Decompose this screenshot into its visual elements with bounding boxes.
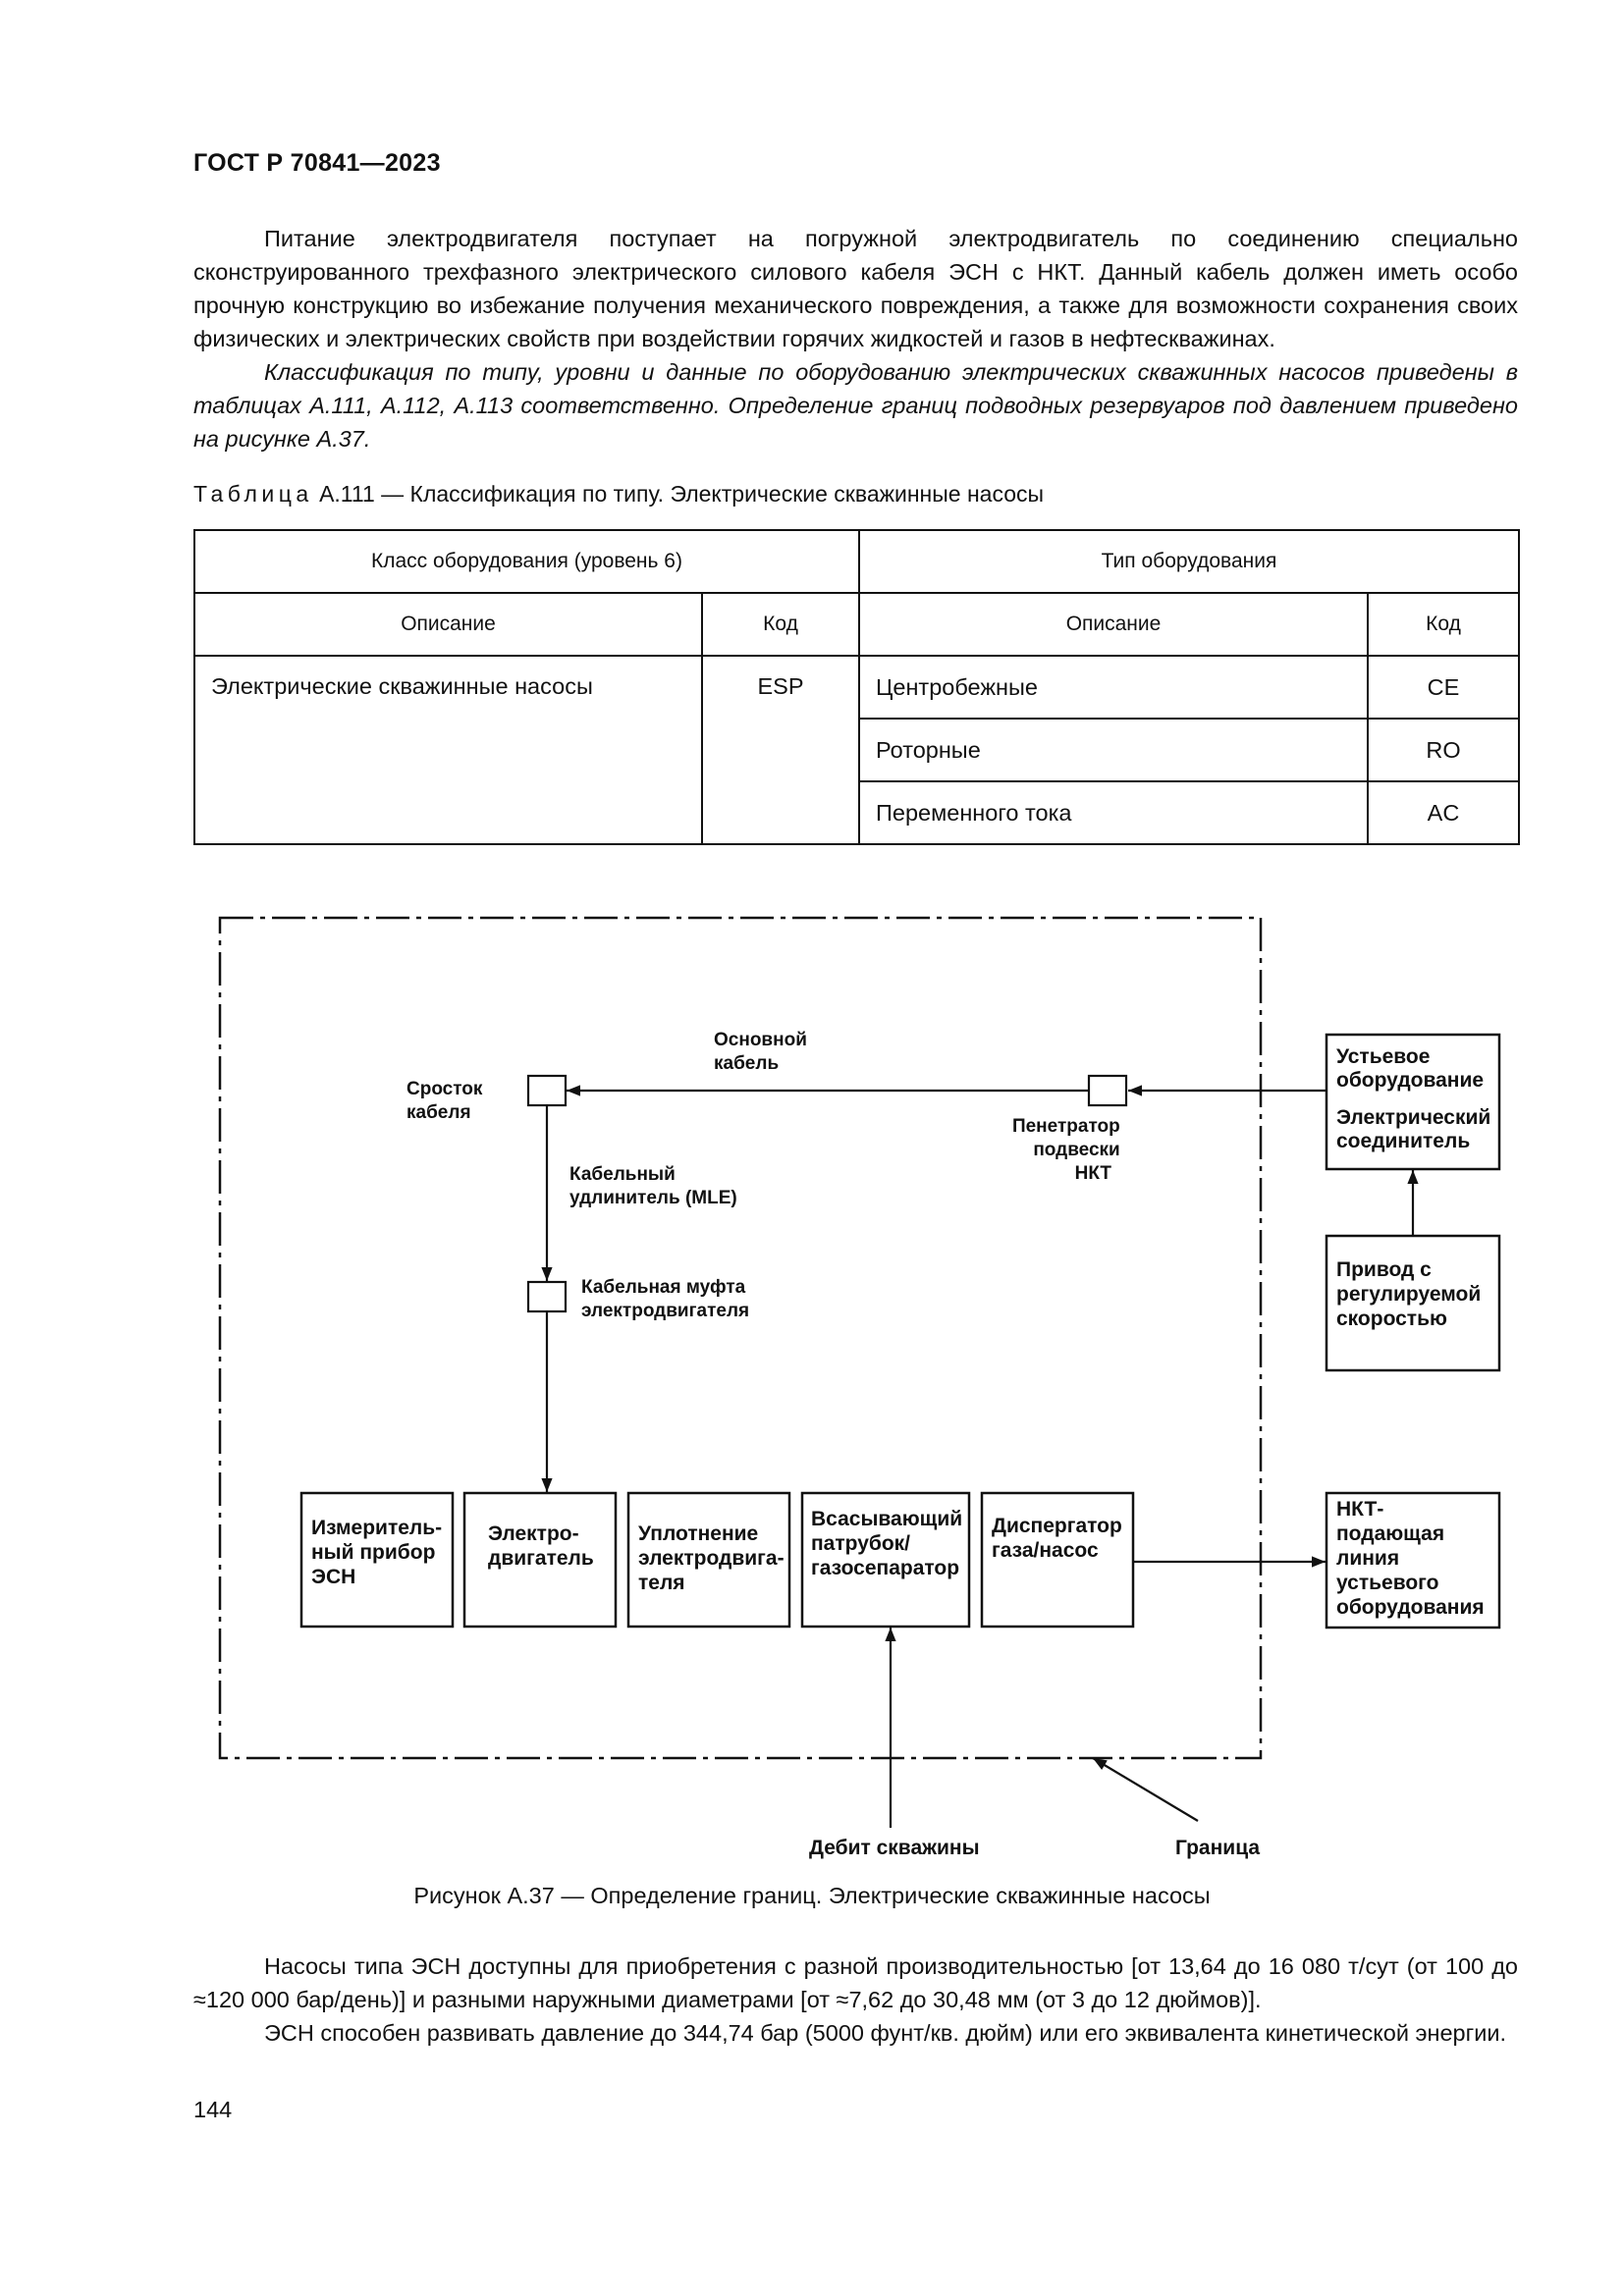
splice-label: Сросток кабеля	[406, 1079, 488, 1123]
intro-text: Питание электродвигателя поступает на по…	[193, 222, 1518, 455]
gauge-box-text: Измеритель- ный прибор ЭСН	[311, 1517, 448, 1588]
table-caption-word: Таблица	[193, 481, 313, 507]
type-code-cell: CE	[1367, 655, 1520, 720]
paragraph-classification: Классификация по типу, уровни и данные п…	[193, 359, 1518, 452]
wellhead-box-text: Устьевое оборудование Электрический соед…	[1336, 1045, 1496, 1152]
boundary-frame	[218, 916, 1263, 1760]
well-flow-label: Дебит скважины	[809, 1837, 980, 1859]
motor-box	[462, 1491, 618, 1629]
paragraph-pressure: ЭСН способен развивать давление до 344,7…	[264, 2020, 1506, 2046]
class-description-cell: Электрические скважинные насосы	[193, 655, 703, 845]
header-class-code: Код	[701, 592, 860, 657]
flowline-box-text: НКТ- подающая линия устьевого оборудован…	[1336, 1498, 1485, 1619]
type-description-cell: Переменного тока	[858, 780, 1369, 845]
paragraph-capacity: Насосы типа ЭСН доступны для приобретени…	[193, 1953, 1518, 2012]
seal-box	[626, 1491, 791, 1629]
type-code-cell: RO	[1367, 718, 1520, 782]
page-number: 144	[193, 2097, 233, 2122]
wellhead-box	[1325, 1033, 1501, 1171]
main-cable-label: Основной кабель	[714, 1030, 812, 1074]
header-type-code: Код	[1367, 592, 1520, 657]
flowline-box	[1325, 1491, 1501, 1629]
header-equipment-class: Класс оборудования (уровень 6)	[193, 529, 860, 594]
intake-box-text: Всасывающий патрубок/ газосепаратор	[811, 1508, 968, 1579]
boundary-label: Граница	[1175, 1837, 1260, 1859]
extension-label: Кабельный удлинитель (MLE)	[569, 1164, 737, 1208]
cable-splice-node	[526, 1074, 568, 1107]
header-type-description: Описание	[858, 592, 1369, 657]
motor-box-text: Электро- двигатель	[488, 1522, 594, 1570]
motor-coupling-label: Кабельная муфта электродвигателя	[581, 1277, 751, 1321]
pump-box	[980, 1491, 1135, 1629]
classification-table: Класс оборудования (уровень 6) Тип обору…	[193, 529, 1520, 845]
penetrator-label: Пенетратор подвески НКТ	[1012, 1116, 1125, 1184]
class-code-cell: ESP	[701, 655, 860, 845]
header-class-description: Описание	[193, 592, 703, 657]
type-description-cell: Роторные	[858, 718, 1369, 782]
penetrator-node	[1087, 1074, 1128, 1107]
type-description-cell: Центробежные	[858, 655, 1369, 720]
boundary-pointer-arrow	[1092, 1757, 1199, 1822]
motor-coupling-node	[526, 1280, 568, 1313]
gauge-box	[299, 1491, 455, 1629]
type-code-cell: AC	[1367, 780, 1520, 845]
closing-text: Насосы типа ЭСН доступны для приобретени…	[193, 1949, 1518, 2050]
pump-box-text: Диспергатор газа/насос	[992, 1515, 1128, 1562]
intake-box	[800, 1491, 971, 1629]
document-header: ГОСТ Р 70841—2023	[193, 149, 441, 177]
seal-box-text: Уплотнение электродвига- теля	[638, 1522, 789, 1594]
paragraph-power: Питание электродвигателя поступает на по…	[193, 226, 1518, 351]
vsd-box-text: Привод с регулируемой скоростью	[1336, 1258, 1487, 1330]
header-equipment-type: Тип оборудования	[858, 529, 1520, 594]
table-caption-title: А.111 — Классификация по типу. Электриче…	[312, 481, 1045, 507]
figure-caption: Рисунок А.37 — Определение границ. Элект…	[413, 1883, 1211, 1908]
table-caption: Таблица А.111 — Классификация по типу. Э…	[193, 481, 1044, 507]
